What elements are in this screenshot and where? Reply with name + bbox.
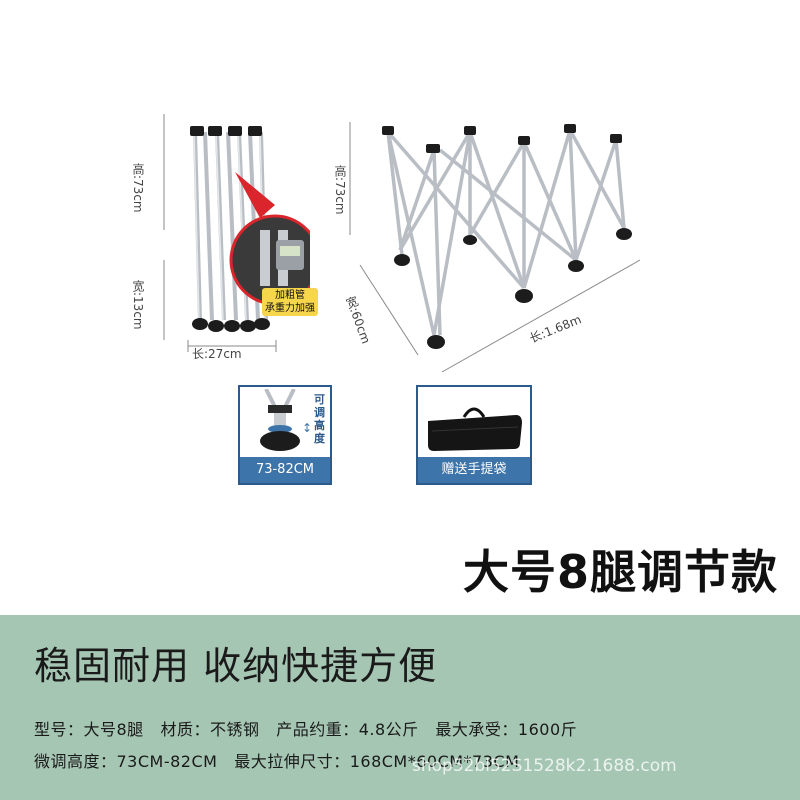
adjustable-height-thumbnail: 可调高度 ↕ 73-82CM (238, 385, 332, 485)
carry-bag-thumbnail: 赠送手提袋 (416, 385, 532, 485)
folded-callout-text: 加粗管 承重力加强 (262, 288, 318, 316)
adjustable-range-label: 73-82CM (240, 457, 330, 483)
carry-bag-icon (428, 407, 522, 451)
folded-stand-dimension-length: 长:27cm (192, 345, 242, 362)
slogan: 稳固耐用 收纳快捷方便 (34, 644, 438, 688)
watermark: shop52bl52S1528k2.1688.com (412, 756, 677, 776)
unfolded-stand-illustration (349, 122, 641, 373)
unfolded-height-label: 高:73cm (333, 165, 347, 215)
spec-line-1: 型号：大号8腿 材质：不锈钢 产品约重：4.8公斤 最大承受：1600斤 (34, 720, 578, 739)
unfolded-dimension-height: 高:73cm (332, 165, 349, 215)
up-down-arrow-icon: ↕ (302, 421, 313, 435)
folded-stand-illustration (163, 114, 310, 352)
info-panel (0, 615, 800, 800)
folded-length-label: 长:27cm (192, 347, 242, 361)
folded-height-label: 高:73cm (131, 163, 145, 213)
folded-width-label: 宽:13cm (131, 280, 145, 330)
folded-stand-dimension-height: 高:73cm (130, 163, 147, 213)
adjustable-foot-illustration (260, 389, 300, 451)
adjustable-side-text: 可调高度 (314, 393, 325, 445)
folded-stand-dimension-width: 宽:13cm (130, 280, 147, 330)
product-headline: 大号8腿调节款 (462, 545, 778, 599)
spec-line-2: 微调高度：73CM-82CM 最大拉伸尺寸：168CM*60CM*73CM (34, 752, 520, 771)
carry-bag-label: 赠送手提袋 (418, 457, 530, 483)
